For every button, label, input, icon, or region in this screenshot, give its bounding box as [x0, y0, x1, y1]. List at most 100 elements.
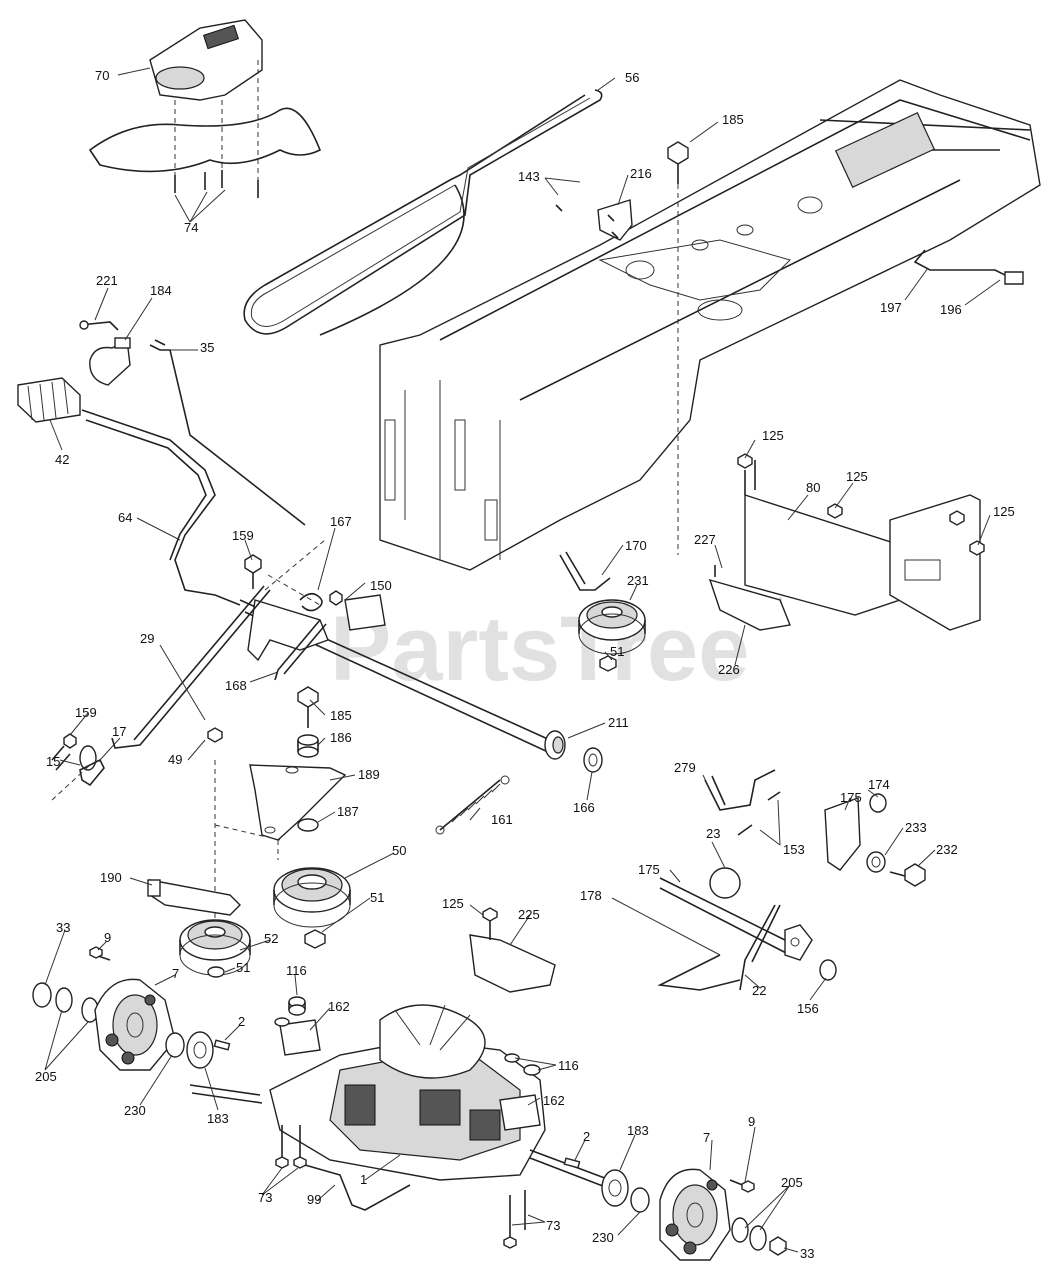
label-227: 227 — [694, 532, 716, 547]
label-29: 29 — [140, 631, 154, 646]
label-42: 42 — [55, 452, 69, 467]
label-7-b: 7 — [703, 1130, 710, 1145]
part-221-clip — [79, 320, 119, 331]
label-9-a: 9 — [104, 930, 111, 945]
part-232-bolt — [889, 863, 926, 887]
label-230-b: 230 — [592, 1230, 614, 1245]
part-70-pedestal — [88, 19, 322, 190]
label-56: 56 — [625, 70, 639, 85]
label-161: 161 — [491, 812, 513, 827]
label-166: 166 — [573, 800, 595, 815]
label-125-a: 125 — [762, 428, 784, 443]
leader-lines — [44, 67, 1001, 1253]
part-175-bracket-upper — [824, 797, 861, 871]
part-33-nut-right — [769, 1236, 787, 1256]
label-183-b: 183 — [627, 1123, 649, 1138]
part-178-pedal-linkage — [657, 904, 813, 991]
part-279-lever — [704, 769, 776, 811]
part-52-pulley — [179, 919, 251, 976]
part-15-17-clip — [51, 745, 105, 801]
label-205-b: 205 — [781, 1175, 803, 1190]
part-230-washer-left — [165, 1032, 185, 1058]
part-230-washer-right — [630, 1187, 650, 1213]
label-125-b: 125 — [846, 469, 868, 484]
part-49-bolt — [207, 727, 281, 920]
label-125-c: 125 — [993, 504, 1015, 519]
part-175-rod — [659, 877, 796, 956]
label-9-b: 9 — [748, 1114, 755, 1129]
label-50: 50 — [392, 843, 406, 858]
part-116-162-right — [499, 1053, 541, 1131]
part-153-clips — [737, 791, 781, 836]
label-2-b: 2 — [583, 1129, 590, 1144]
part-2-key-left — [213, 1039, 231, 1051]
label-51-a: 51 — [610, 644, 624, 659]
label-143: 143 — [518, 169, 540, 184]
part-186-spacer — [297, 734, 319, 758]
part-185-bolt-idler — [297, 686, 319, 728]
part-183-bearing-left — [186, 1031, 214, 1069]
label-221: 221 — [96, 273, 118, 288]
part-9-bolt-right — [729, 1179, 755, 1193]
part-185-bolt-top — [667, 141, 689, 555]
label-150: 150 — [370, 578, 392, 593]
label-73-a: 73 — [258, 1190, 272, 1205]
label-189: 189 — [358, 767, 380, 782]
label-99: 99 — [307, 1192, 321, 1207]
label-49: 49 — [168, 752, 182, 767]
label-232: 232 — [936, 842, 958, 857]
part-33-nut-left — [32, 982, 52, 1008]
part-99-rod — [304, 1164, 411, 1211]
label-174: 174 — [868, 777, 890, 792]
part-116-162-left — [274, 996, 321, 1056]
part-205-washers-left — [55, 987, 99, 1023]
label-22: 22 — [752, 983, 766, 998]
part-183-bearing-right — [601, 1169, 629, 1207]
part-23-ball — [709, 867, 741, 899]
part-64-lift-lever — [81, 409, 241, 606]
label-35: 35 — [200, 340, 214, 355]
part-35-rod — [149, 339, 306, 526]
label-52: 52 — [264, 931, 278, 946]
label-125-d: 125 — [442, 896, 464, 911]
label-15: 15 — [46, 754, 60, 769]
label-205-a: 205 — [35, 1069, 57, 1084]
part-190-bracket — [147, 879, 241, 916]
part-168-link — [274, 619, 327, 681]
label-279: 279 — [674, 760, 696, 775]
pivot-arm — [247, 539, 329, 662]
label-187: 187 — [337, 804, 359, 819]
label-175-b: 175 — [638, 862, 660, 877]
label-1: 1 — [360, 1172, 367, 1187]
label-211: 211 — [608, 715, 629, 730]
label-186: 186 — [330, 730, 352, 745]
label-33-a: 33 — [56, 920, 70, 935]
part-150-bracket — [329, 590, 386, 631]
label-233: 233 — [905, 820, 927, 835]
part-205-washers-right — [731, 1217, 767, 1251]
label-170: 170 — [625, 538, 647, 553]
part-226-bracket — [708, 565, 791, 631]
label-51-c: 51 — [236, 960, 250, 975]
label-168: 168 — [225, 678, 247, 693]
watermark-text: PartsTree — [330, 598, 749, 700]
label-2-a: 2 — [238, 1014, 245, 1029]
label-225: 225 — [518, 907, 540, 922]
label-80: 80 — [806, 480, 820, 495]
part-7-hub-right — [659, 1168, 731, 1261]
part-233-washer — [866, 851, 886, 873]
part-80-plate — [744, 460, 981, 631]
part-73-bolts-left — [275, 1125, 307, 1169]
part-159-bolt — [244, 554, 262, 589]
label-116-b: 116 — [558, 1058, 579, 1073]
part-74-screws — [174, 170, 259, 223]
part-231-pulley — [578, 599, 646, 655]
label-230-a: 230 — [124, 1103, 146, 1118]
part-9-bolt-left — [89, 946, 111, 961]
part-197-rod — [913, 249, 1024, 285]
part-156-washer — [819, 959, 837, 981]
label-184: 184 — [150, 283, 172, 298]
part-159-bolt-lower — [51, 733, 77, 771]
part-174-washer — [869, 793, 887, 813]
